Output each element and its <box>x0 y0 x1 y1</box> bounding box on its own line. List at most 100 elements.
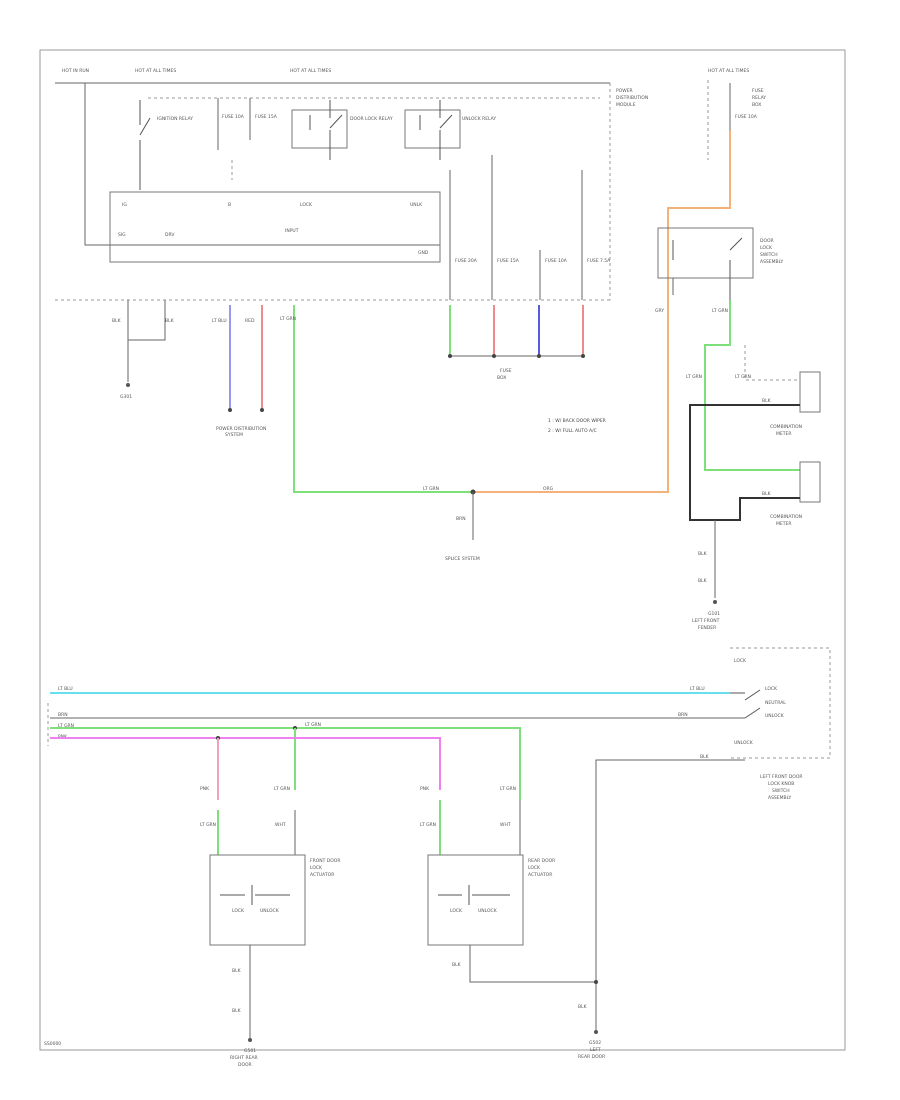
right-switch-label-2: LOCK <box>760 245 773 251</box>
right-ground-conn-2: BLK <box>698 578 708 584</box>
left-feed-wire <box>84 83 440 246</box>
fuse-box-label: FUSE <box>500 368 512 374</box>
wire-orange <box>473 130 731 493</box>
ground-left-conn-2: BLK <box>165 318 175 324</box>
ground-1-label: G301 <box>120 394 132 400</box>
lock-sw-option-3: UNLOCK <box>765 713 785 719</box>
wire-green-cluster <box>704 300 800 471</box>
act2-wire-label-2: LT GRN <box>500 786 516 792</box>
splice-icon <box>492 354 496 358</box>
rear-actuator-label-1: REAR DOOR <box>528 858 555 864</box>
cluster-label-4: METER <box>776 521 791 527</box>
wire-blue-label: LT BLU <box>212 318 227 324</box>
cluster-box-2 <box>799 461 821 503</box>
ground-icon <box>594 1030 598 1034</box>
fuse-a-label: FUSE 10A <box>222 114 245 120</box>
splice-icon <box>537 354 541 358</box>
pin-label: LOCK <box>300 202 313 208</box>
front-actuator-box <box>209 854 306 946</box>
wire-cluster-label: LT GRN <box>712 308 728 314</box>
wire-pink <box>50 737 441 790</box>
right-box-label-3: BOX <box>752 102 761 108</box>
pin-label: SIG <box>118 232 126 238</box>
door-lock-switch-box <box>657 227 754 279</box>
connector-icon <box>228 408 232 412</box>
switch-icon <box>419 100 453 160</box>
switch-icon <box>139 100 151 190</box>
left-row-1: BRN <box>58 712 68 718</box>
right-switch-label-4: ASSEMBLY <box>760 259 784 265</box>
splice-drop-label: BRN <box>456 516 466 522</box>
label-hot-at-all-times-1: HOT AT ALL TIMES <box>135 68 176 74</box>
pin-label: UNLK <box>410 202 423 208</box>
control-unit-label-3: MODULE <box>616 102 636 108</box>
rear-unlock-word: UNLOCK <box>478 908 498 914</box>
g-left-label-3: DOOR <box>238 1062 252 1068</box>
control-unit-label-1: POWER <box>616 88 633 94</box>
fuse-d-label: FUSE 15A <box>497 258 520 264</box>
wire-green-label-1: LT GRN <box>280 316 296 322</box>
fuse-box-label-2: BOX <box>497 375 506 381</box>
fuse-e-label: FUSE 10A <box>545 258 568 264</box>
diagram-frame <box>39 49 846 1051</box>
power-dist-label: POWER DISTRIBUTION <box>216 426 266 432</box>
rear-actuator-box <box>427 854 524 946</box>
act1-wire-label-2: LT GRN <box>274 786 290 792</box>
splice-icon <box>594 980 598 984</box>
cluster-wire-label-2: LT GRN <box>735 374 751 380</box>
label-hot-at-all-times-2: HOT AT ALL TIMES <box>290 68 331 74</box>
act1-wire-label-1: PNK <box>200 786 210 792</box>
wire-gray-label: BRN <box>678 712 688 718</box>
splice-icon <box>581 354 585 358</box>
splice-icon <box>448 354 452 358</box>
door-sw-title-4: SWITCH <box>772 788 790 794</box>
switch-icon <box>672 237 743 300</box>
switch-icon <box>730 689 761 719</box>
front-actuator-label-2: LOCK <box>310 865 323 871</box>
switch-wire-label: GRY <box>655 308 664 314</box>
g-mid-conn: BLK <box>578 1004 588 1010</box>
relay-2-label: DOOR LOCK RELAY <box>350 116 393 122</box>
lock-sw-option-2: NEUTRAL <box>765 700 786 706</box>
act2-wire-label-1: PNK <box>420 786 430 792</box>
ground-icon <box>248 1038 252 1042</box>
cluster-label-3: COMBINATION <box>770 514 802 520</box>
ground-right-label-3: FENDER <box>698 625 716 631</box>
power-dist-label-2: SYSTEM <box>225 432 243 438</box>
act1-ground-conn-2: BLK <box>232 1008 242 1014</box>
legend-2: 2 : W/ FULL AUTO A/C <box>548 428 597 434</box>
right-switch-label-3: SWITCH <box>760 252 778 258</box>
lock-knob-ground-wire <box>595 759 745 1030</box>
lock-sw-label: UNLOCK <box>734 740 754 746</box>
wire-green-main <box>293 305 473 493</box>
switch-icon <box>220 885 290 905</box>
relay-3-label: UNLOCK RELAY <box>462 116 496 122</box>
rear-actuator-label-2: LOCK <box>528 865 541 871</box>
footer-code: SS0000 <box>44 1041 61 1047</box>
switch-icon <box>309 100 343 160</box>
unlock-relay-box <box>404 109 461 149</box>
ground-icon <box>713 600 717 604</box>
wire-cyan-label-left: LT BLU <box>58 686 73 692</box>
switch-icon <box>438 885 510 905</box>
act1-ground-conn: BLK <box>232 968 242 974</box>
cluster-box-1 <box>799 371 821 413</box>
wire-orange-label: ORG <box>543 486 554 492</box>
wire-black-label-1: BLK <box>762 398 772 404</box>
cluster-wire-label-1: LT GRN <box>686 374 702 380</box>
wire-cyan-label-right: LT BLU <box>690 686 705 692</box>
label-hot-in-run: HOT IN RUN <box>62 68 89 74</box>
lock-sw-option-1: LOCK <box>765 686 778 692</box>
wire-red-label: RED <box>245 318 255 324</box>
g-mid-label-3: REAR DOOR <box>578 1054 605 1060</box>
lock-knob-dash <box>730 647 831 759</box>
ground-right-label-2: LEFT FRONT <box>692 618 720 624</box>
g-left-label-2: RIGHT REAR <box>230 1055 258 1061</box>
wire-green-bottom <box>50 727 521 800</box>
left-row-2: LT GRN <box>58 723 74 729</box>
left-ground-wire <box>127 300 166 382</box>
legend-1: 1 : W/ BACK DOOR WIPER <box>548 418 606 424</box>
wire-black-label-2: BLK <box>762 491 772 497</box>
pin-label: INPUT <box>285 228 299 234</box>
front-lock-word: LOCK <box>232 908 245 914</box>
